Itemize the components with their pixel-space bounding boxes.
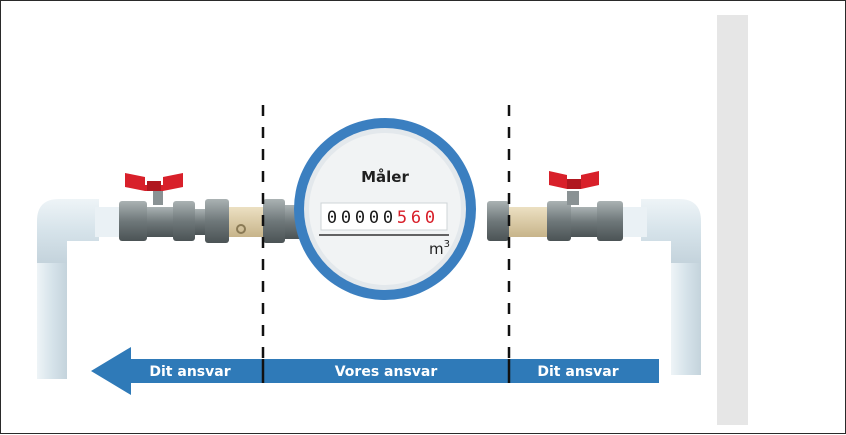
- label-our-responsibility: Vores ansvar: [335, 364, 438, 380]
- counter-digit-red: 0: [425, 208, 435, 228]
- right-pipe-elbow: [621, 199, 701, 375]
- counter-digit-red: 5: [397, 208, 407, 228]
- right-valve: [487, 191, 623, 241]
- label-left-responsibility: Dit ansvar: [149, 364, 230, 380]
- meter-title: Måler: [361, 168, 409, 186]
- meter-unit-exp: 3: [444, 239, 450, 250]
- counter-digit: 0: [341, 208, 351, 228]
- wall: [717, 15, 748, 425]
- counter-digit: 0: [355, 208, 365, 228]
- counter-digit-red: 6: [411, 208, 421, 228]
- counter-digit: 0: [383, 208, 393, 228]
- counter-digit: 0: [369, 208, 379, 228]
- label-right-responsibility: Dit ansvar: [537, 364, 618, 380]
- meter-unit: m3: [429, 239, 450, 258]
- left-valve-handle-icon: [125, 173, 183, 191]
- right-valve-handle-icon: [549, 171, 599, 189]
- water-meter: Måler 0 0 0 0 0 5 6 0 m3: [294, 118, 476, 300]
- responsibility-arrow: [91, 347, 659, 395]
- left-pipe-elbow: [37, 199, 121, 379]
- meter-unit-base: m: [429, 240, 444, 258]
- counter-digit: 0: [327, 208, 337, 228]
- meter-counter: [320, 202, 448, 231]
- left-valve: [119, 191, 303, 243]
